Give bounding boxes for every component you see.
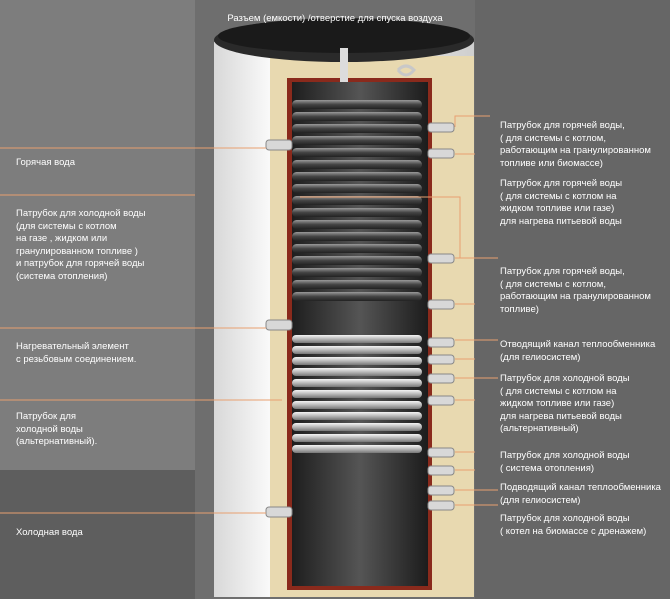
leader-line xyxy=(454,115,490,127)
upper-heat-exchanger-coil xyxy=(292,100,422,301)
coil-turn xyxy=(292,148,422,157)
coil-turn xyxy=(292,172,422,181)
coil-turn xyxy=(292,368,422,376)
label-hot-solid: Патрубок для горячей воды ( для системы … xyxy=(500,178,623,227)
coil-turn xyxy=(292,346,422,354)
coil-turn xyxy=(292,390,422,398)
coil-turn xyxy=(292,292,422,301)
coil-turn xyxy=(292,124,422,133)
diagram-title: Разъем (емкости) /отверстие для спуска в… xyxy=(227,13,443,24)
coil-turn xyxy=(292,423,422,431)
label-heating-element: Нагревательный элемент с резьбовым соеди… xyxy=(16,341,137,365)
label-cold-alt: Патрубок для холодной воды (альтернативн… xyxy=(16,411,98,447)
label-hot-pellet: Патрубок для горячей воды, ( для системы… xyxy=(500,120,651,169)
leader-lines xyxy=(0,115,498,514)
pipe-stub-right xyxy=(427,122,455,133)
pipe-stub-right xyxy=(427,500,455,511)
coil-turn xyxy=(292,196,422,205)
coil-turn xyxy=(292,335,422,343)
pipe-stub-right xyxy=(427,337,455,348)
pipe-stub-right xyxy=(427,465,455,476)
coil-turn xyxy=(292,208,422,217)
label-hot-pellet-2: Патрубок для горячей воды, ( для системы… xyxy=(500,266,651,315)
air-vent-pipe xyxy=(340,48,348,82)
lower-heat-exchanger-coil xyxy=(292,335,422,453)
coil-turn xyxy=(292,379,422,387)
label-solar-out: Отводящий канал теплообменника (для гели… xyxy=(500,339,656,363)
coil-turn xyxy=(292,280,422,289)
label-hot-water: Горячая вода xyxy=(16,157,75,168)
label-cold-inlet-boiler: Патрубок для холодной воды (для системы … xyxy=(16,208,146,282)
left-panel-lower xyxy=(0,470,195,599)
pipe-stub-right xyxy=(427,373,455,384)
pipe-stub-left xyxy=(265,506,293,518)
coil-turn xyxy=(292,357,422,365)
pipe-stub-right xyxy=(427,299,455,310)
label-cold-solid: Патрубок для холодной воды ( для системы… xyxy=(500,373,630,434)
pipe-stub-right xyxy=(427,354,455,365)
pipe-connectors xyxy=(265,122,455,518)
label-cold-water: Холодная вода xyxy=(16,527,83,538)
label-cold-heating: Патрубок для холодной воды ( система ото… xyxy=(500,450,630,474)
pipe-stub-right xyxy=(427,447,455,458)
pipe-stub-right xyxy=(427,395,455,406)
coil-turn xyxy=(292,160,422,169)
pipe-stub-right xyxy=(427,485,455,496)
coil-turn xyxy=(292,232,422,241)
pipe-stub-right xyxy=(427,148,455,159)
coil-turn xyxy=(292,112,422,121)
coil-turn xyxy=(292,256,422,265)
pipe-stub-right xyxy=(427,253,455,264)
right-panel xyxy=(475,0,670,599)
coil-turn xyxy=(292,220,422,229)
coil-turn xyxy=(292,412,422,420)
tank-lid-top xyxy=(218,19,470,53)
coil-turn xyxy=(292,401,422,409)
tank-interior xyxy=(292,82,428,586)
coil-turn xyxy=(292,244,422,253)
leader-line xyxy=(300,196,461,258)
left-panel xyxy=(0,0,195,470)
coil-turn xyxy=(292,445,422,453)
coil-turn xyxy=(292,136,422,145)
coil-turn xyxy=(292,100,422,109)
label-solar-in: Подводящий канал теплообменника (для гел… xyxy=(500,482,661,506)
coil-turn xyxy=(292,268,422,277)
label-cold-biomass: Патрубок для холодной воды ( котел на би… xyxy=(500,513,647,537)
hook xyxy=(396,64,417,77)
pipe-stub-left xyxy=(265,139,293,151)
pipe-stub-left xyxy=(265,319,293,331)
coil-turn xyxy=(292,184,422,193)
coil-turn xyxy=(292,434,422,442)
